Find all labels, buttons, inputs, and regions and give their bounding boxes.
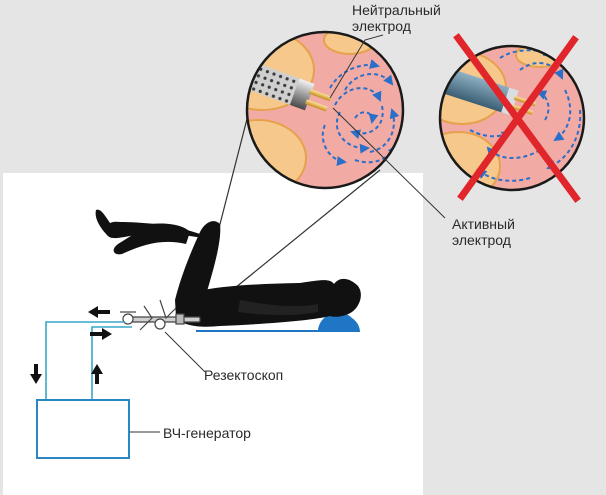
zoom-circle-incorrect [438,33,586,203]
patient-silhouette [95,209,361,332]
neutral-electrode-label-line1: Нейтральный [352,2,441,18]
neutral-electrode-label-line2: электрод [352,18,411,34]
active-electrode-label-line2: электрод [452,232,511,248]
generator-label: ВЧ-генератор [163,425,251,441]
active-electrode-label-line1: Активный [452,216,515,232]
table-pad [196,312,360,332]
resectoscope-label: Резектоскоп [204,367,284,383]
neutral-electrode-label: Нейтральный электрод [352,2,441,34]
active-electrode-label: Активный электрод [452,216,515,248]
cross-mark [453,33,581,203]
circuit-wires [45,321,132,400]
resectoscope-instrument [120,299,201,331]
hf-generator-box [36,399,130,459]
flow-arrows [30,306,112,384]
